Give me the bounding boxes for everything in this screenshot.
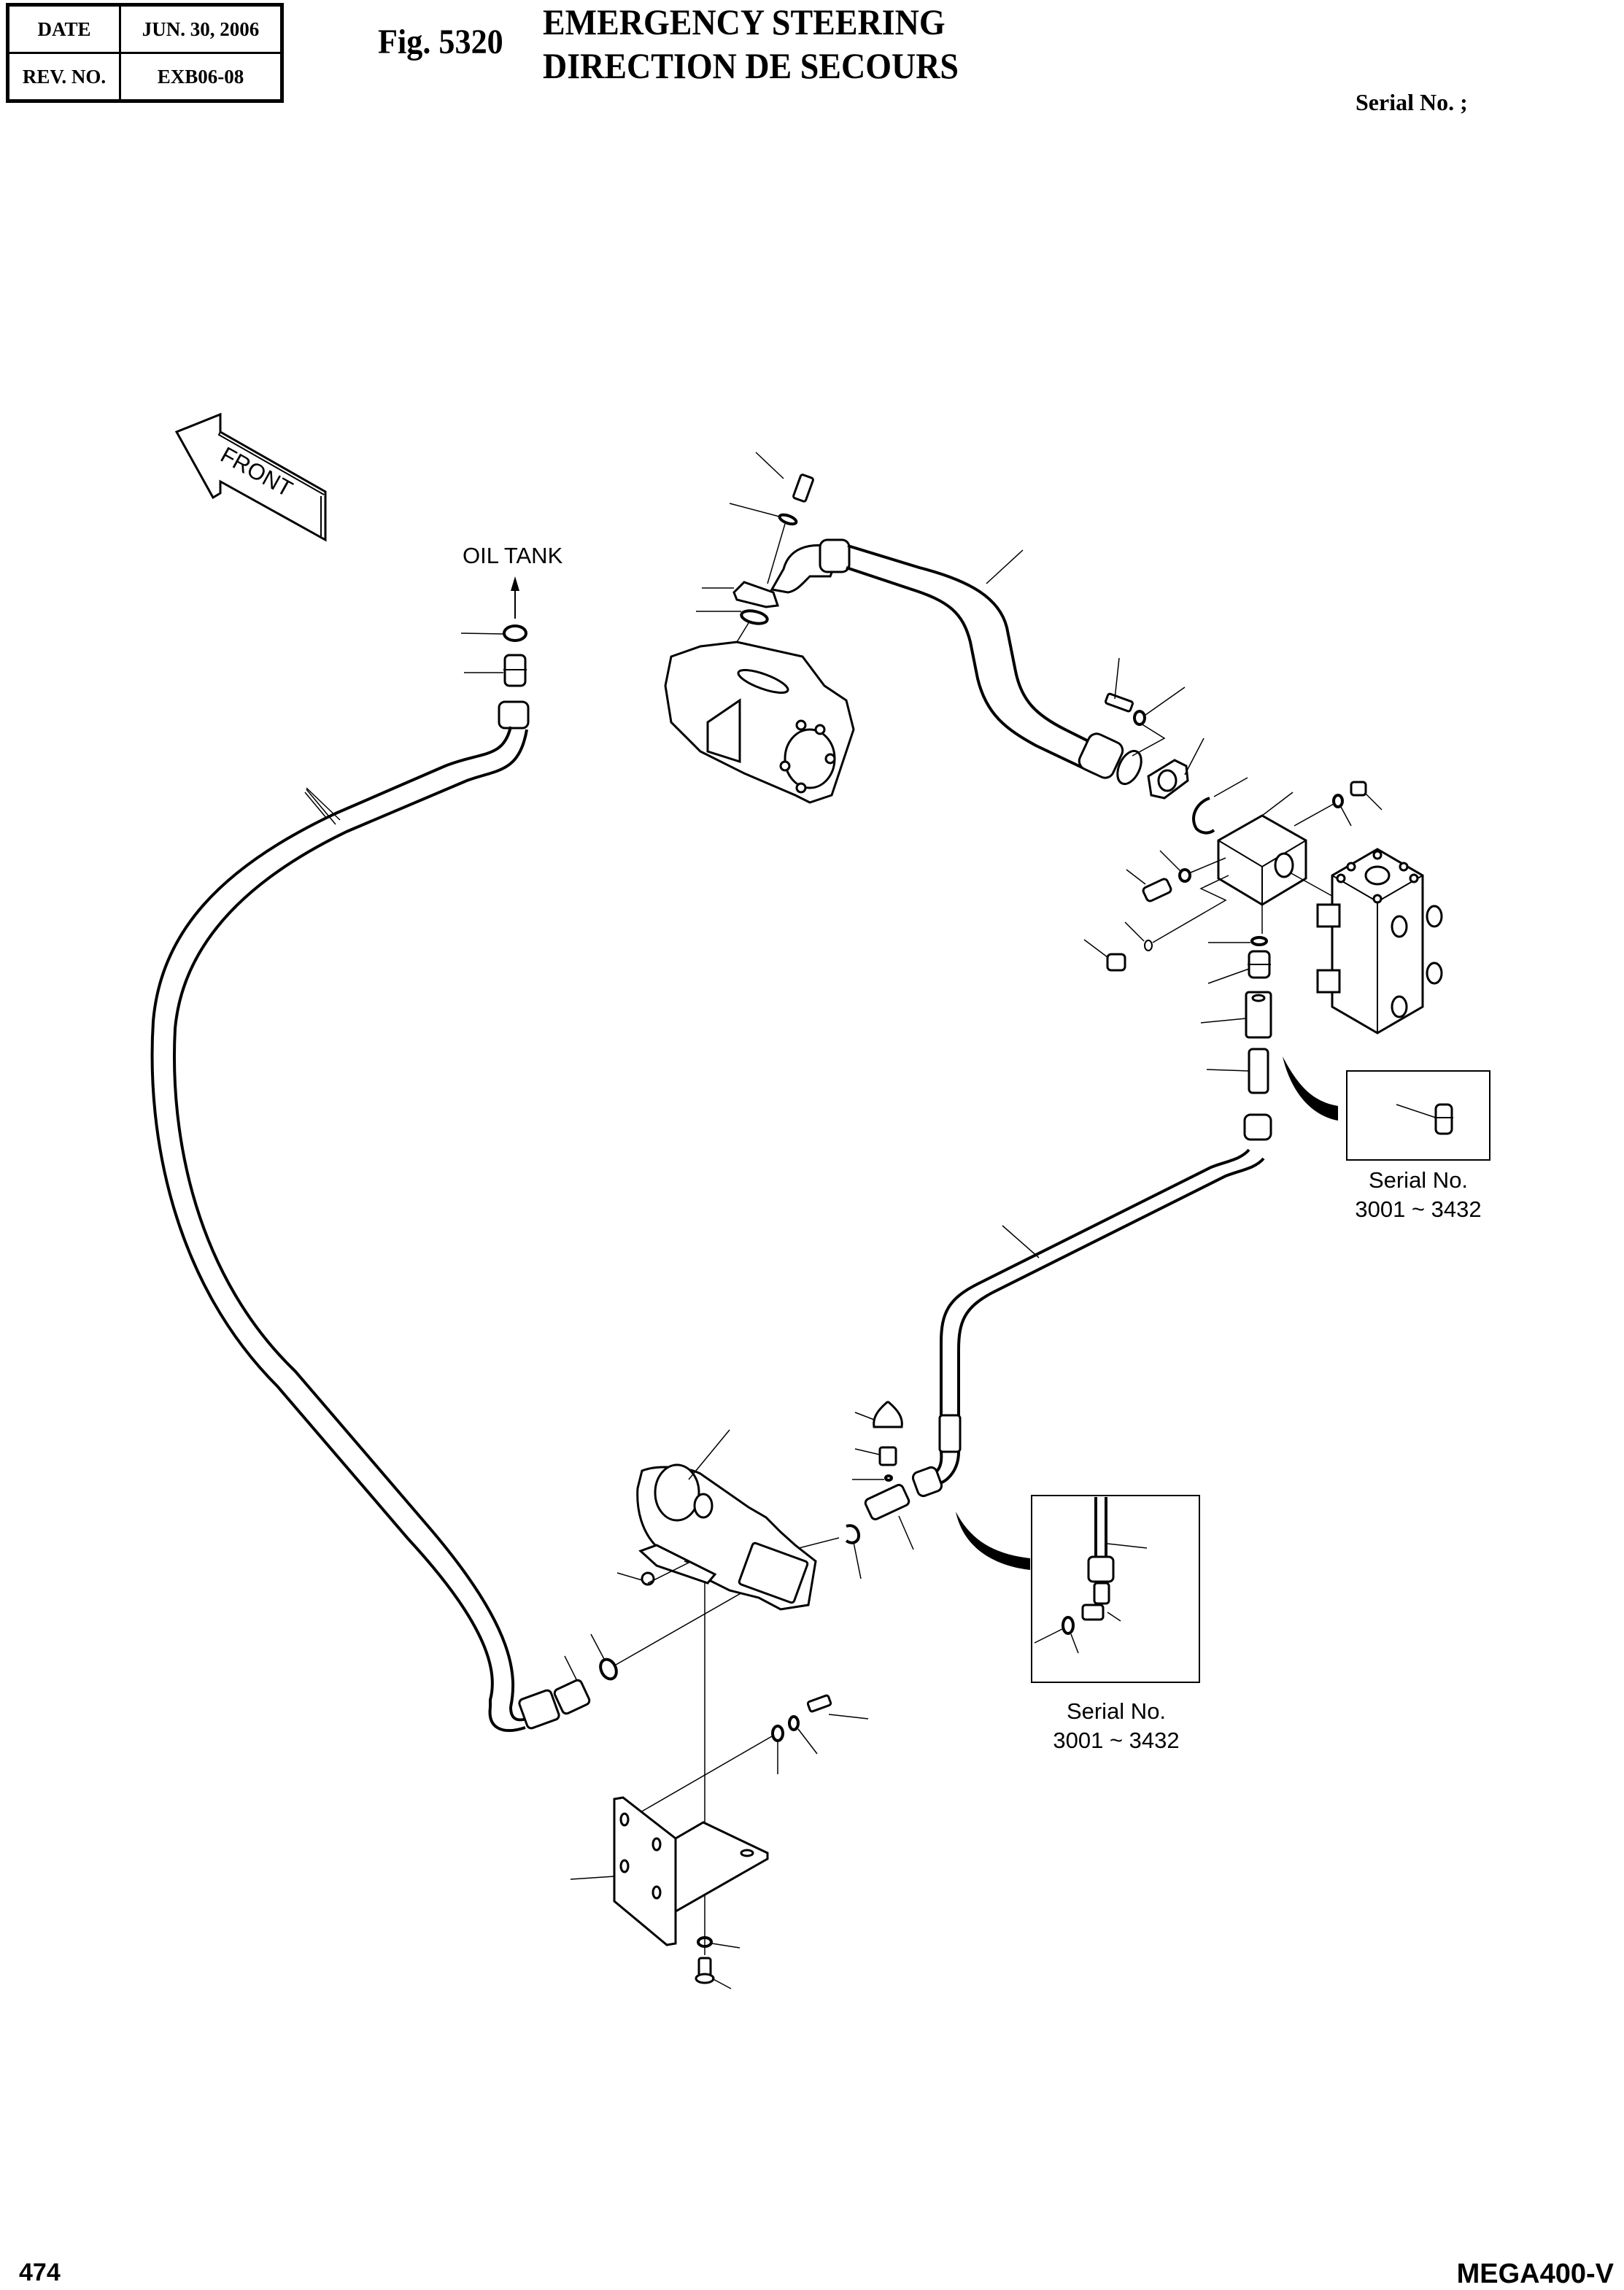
plug-manifold-bottom: [1083, 939, 1126, 972]
pressure-hose-upper: [770, 538, 1142, 786]
bolt-bracket-side: [806, 1694, 869, 1720]
main-hydraulic-pump: [664, 641, 855, 804]
adapter-check-valve-bottom: [1206, 1048, 1269, 1094]
washer-flange-top: [729, 503, 798, 584]
date-value: JUN. 30, 2006: [119, 4, 283, 54]
bolt-flange-top: [755, 452, 814, 503]
oil-tank-callout: OIL TANK: [463, 543, 563, 619]
mounting-bracket: [570, 1796, 769, 1946]
switch-adapter: [854, 1446, 897, 1466]
detail-view-2: Serial No. 3001 ~ 3432: [1031, 1495, 1200, 1753]
revision-info-table: DATE JUN. 30, 2006 REV. NO. EXB06-08: [6, 3, 284, 103]
split-flange-top: [702, 581, 780, 608]
lock-washer-bracket-side: [788, 1715, 818, 1755]
rev-label: REV. NO.: [7, 52, 121, 102]
detail-pointer-1: [1283, 1056, 1338, 1121]
plug-manifold-side: [1350, 781, 1383, 811]
switch-oring: [852, 1474, 893, 1482]
washer-flange-right: [1132, 686, 1186, 757]
flat-washer-bracket-side: [640, 1725, 784, 1813]
date-label: DATE: [7, 4, 121, 54]
figure-title: EMERGENCY STEERING DIRECTION DE SECOURS: [543, 0, 959, 88]
check-valve: [1200, 991, 1272, 1039]
oring-manifold-port: [1159, 850, 1226, 883]
oring-check-valve: [1208, 936, 1268, 946]
oring-oil-tank: [460, 624, 527, 642]
oring-manifold-side: [1294, 794, 1352, 827]
rev-value: EXB06-08: [119, 52, 283, 102]
adapter-oil-tank: [464, 654, 527, 687]
steering-unit: [1316, 848, 1443, 1034]
emergency-steering-motor-pump: [616, 1429, 817, 1955]
front-direction-arrow: FRONT: [174, 412, 327, 542]
adapter-check-valve-top: [1207, 950, 1271, 984]
hose-nut-lower: [911, 1466, 943, 1498]
detail-pointer-2: [956, 1512, 1030, 1570]
suction-hose-long: [150, 726, 560, 1733]
adapter-manifold-port: [1126, 869, 1172, 902]
split-flange-right: [1147, 738, 1205, 800]
detail-2-serial-label: Serial No.: [1067, 1698, 1166, 1724]
lock-washer-bracket-bottom: [697, 1936, 741, 1949]
tee-adapter: [864, 1484, 914, 1550]
adapter-pump-suction: [553, 1655, 591, 1715]
hose-nut-oil-tank: [498, 700, 530, 730]
oring-pump-suction: [590, 1582, 759, 1681]
bolt-flange-right: [1105, 657, 1134, 713]
detail-view-1: Serial No. 3001 ~ 3432: [1346, 1070, 1490, 1222]
figure-number: Fig. 5320: [378, 23, 503, 61]
detail-1-serial-label: Serial No.: [1369, 1167, 1468, 1193]
pressure-switch: [854, 1401, 903, 1428]
oring-manifold-inlet: [1192, 777, 1248, 835]
model-name: MEGA400-V: [1456, 2259, 1614, 2289]
oil-tank-label: OIL TANK: [463, 543, 563, 568]
title-french: DIRECTION DE SECOURS: [543, 45, 959, 86]
serial-number-header: Serial No. ;: [1356, 89, 1468, 115]
priority-manifold-block: [1217, 792, 1343, 934]
page-number: 474: [19, 2259, 61, 2286]
detail-2-serial-range: 3001 ~ 3432: [1053, 1728, 1179, 1753]
detail-1-serial-range: 3001 ~ 3432: [1355, 1196, 1481, 1222]
pressure-hose-lower: [926, 1113, 1272, 1485]
oring-manifold-plug: [1124, 875, 1229, 951]
title-english: EMERGENCY STEERING: [543, 1, 946, 42]
bolt-bracket-bottom: [695, 1957, 732, 1989]
